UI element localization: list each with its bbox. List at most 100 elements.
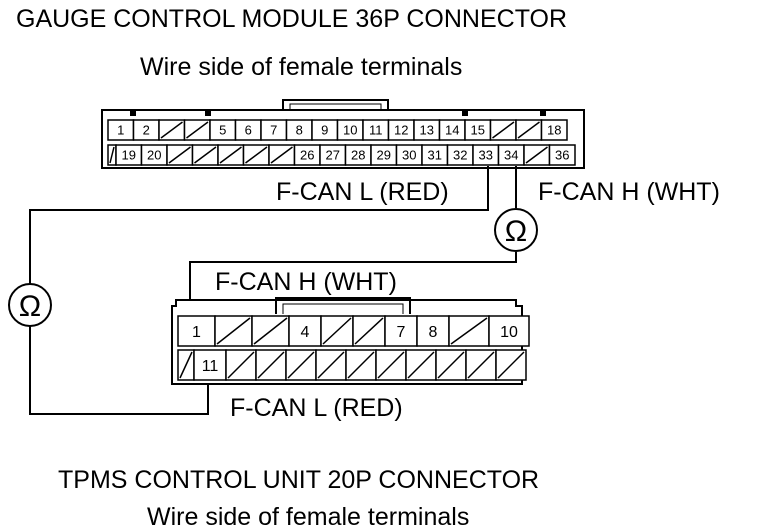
terminal-34: 34 [497, 144, 525, 166]
terminal-blank [523, 144, 551, 166]
svg-text:28: 28 [351, 148, 365, 163]
terminal-26: 26 [293, 144, 321, 166]
terminal-blank [405, 349, 437, 381]
ohmmeter-icon: Ω [8, 283, 52, 327]
wire-fcan-h [189, 166, 517, 314]
terminal-19: 19 [115, 144, 143, 166]
svg-text:11: 11 [202, 358, 219, 375]
terminal-blank [448, 315, 490, 347]
svg-text:13: 13 [420, 123, 434, 138]
terminal-29: 29 [370, 144, 398, 166]
terminal-1: 1 [107, 119, 135, 141]
terminal-7: 7 [260, 119, 288, 141]
svg-text:5: 5 [219, 123, 226, 138]
svg-text:26: 26 [300, 148, 314, 163]
terminal-blank [345, 349, 377, 381]
terminal-blank [435, 349, 467, 381]
terminal-blank [255, 349, 287, 381]
terminal-5: 5 [209, 119, 237, 141]
wire-fcan-l [29, 166, 489, 415]
terminal-14: 14 [438, 119, 466, 141]
tpms-fcan-h-label: F-CAN H (WHT) [215, 268, 397, 296]
terminal-blank [315, 349, 347, 381]
svg-text:12: 12 [394, 123, 408, 138]
svg-text:19: 19 [122, 148, 136, 163]
terminal-1: 1 [177, 315, 216, 347]
terminal-blank [375, 349, 407, 381]
svg-text:4: 4 [301, 324, 310, 341]
svg-text:32: 32 [453, 148, 467, 163]
svg-text:14: 14 [445, 123, 459, 138]
ohmmeter-icon: Ω [494, 208, 538, 252]
terminal-31: 31 [421, 144, 449, 166]
terminal-8: 8 [416, 315, 450, 347]
terminal-13: 13 [413, 119, 441, 141]
terminal-blank [107, 144, 117, 166]
terminal-blank [177, 349, 195, 381]
tpms-connector-title: TPMS CONTROL UNIT 20P CONNECTOR [58, 466, 539, 494]
gcm-fcan-h-label: F-CAN H (WHT) [538, 178, 720, 206]
terminal-36: 36 [548, 144, 576, 166]
terminal-12: 12 [387, 119, 415, 141]
svg-text:Ω: Ω [19, 290, 41, 323]
svg-text:31: 31 [428, 148, 442, 163]
terminal-2: 2 [132, 119, 160, 141]
terminal-blank [214, 315, 253, 347]
svg-text:15: 15 [471, 123, 485, 138]
terminal-8: 8 [285, 119, 313, 141]
terminal-18: 18 [540, 119, 568, 141]
terminal-blank [191, 144, 219, 166]
svg-text:1: 1 [192, 324, 201, 341]
svg-text:7: 7 [270, 123, 277, 138]
terminal-11: 11 [362, 119, 390, 141]
terminal-30: 30 [395, 144, 423, 166]
svg-text:27: 27 [326, 148, 340, 163]
svg-text:30: 30 [402, 148, 416, 163]
svg-text:20: 20 [147, 148, 161, 163]
svg-text:18: 18 [547, 123, 561, 138]
gcm-connector-title: GAUGE CONTROL MODULE 36P CONNECTOR [16, 5, 567, 33]
svg-text:8: 8 [429, 324, 438, 341]
terminal-blank [268, 144, 296, 166]
terminal-27: 27 [319, 144, 347, 166]
terminal-blank [489, 119, 517, 141]
terminal-20: 20 [140, 144, 168, 166]
gcm-connector-subtitle: Wire side of female terminals [140, 53, 462, 81]
terminal-blank [225, 349, 257, 381]
terminal-blank [285, 349, 317, 381]
terminal-blank [217, 144, 245, 166]
tpms-connector-subtitle: Wire side of female terminals [147, 503, 469, 531]
terminal-blank [242, 144, 270, 166]
svg-text:33: 33 [479, 148, 493, 163]
svg-text:8: 8 [296, 123, 303, 138]
svg-text:29: 29 [377, 148, 391, 163]
terminal-6: 6 [234, 119, 262, 141]
svg-text:7: 7 [397, 324, 406, 341]
tpms-fcan-l-label: F-CAN L (RED) [230, 394, 403, 422]
terminal-7: 7 [384, 315, 418, 347]
gcm-fcan-l-label: F-CAN L (RED) [276, 178, 449, 206]
terminal-33: 33 [472, 144, 500, 166]
svg-text:10: 10 [343, 123, 357, 138]
terminal-blank [251, 315, 290, 347]
svg-text:1: 1 [117, 123, 124, 138]
terminal-blank [495, 349, 527, 381]
terminal-15: 15 [464, 119, 492, 141]
terminal-4: 4 [288, 315, 322, 347]
terminal-11: 11 [193, 349, 227, 381]
terminal-blank [515, 119, 543, 141]
terminal-10: 10 [336, 119, 364, 141]
svg-text:2: 2 [143, 123, 150, 138]
svg-text:10: 10 [500, 324, 518, 341]
terminal-9: 9 [311, 119, 339, 141]
terminal-32: 32 [446, 144, 474, 166]
terminal-28: 28 [344, 144, 372, 166]
terminal-blank [183, 119, 211, 141]
terminal-blank [352, 315, 386, 347]
svg-text:34: 34 [504, 148, 518, 163]
svg-text:6: 6 [245, 123, 252, 138]
terminal-blank [465, 349, 497, 381]
terminal-10: 10 [488, 315, 530, 347]
